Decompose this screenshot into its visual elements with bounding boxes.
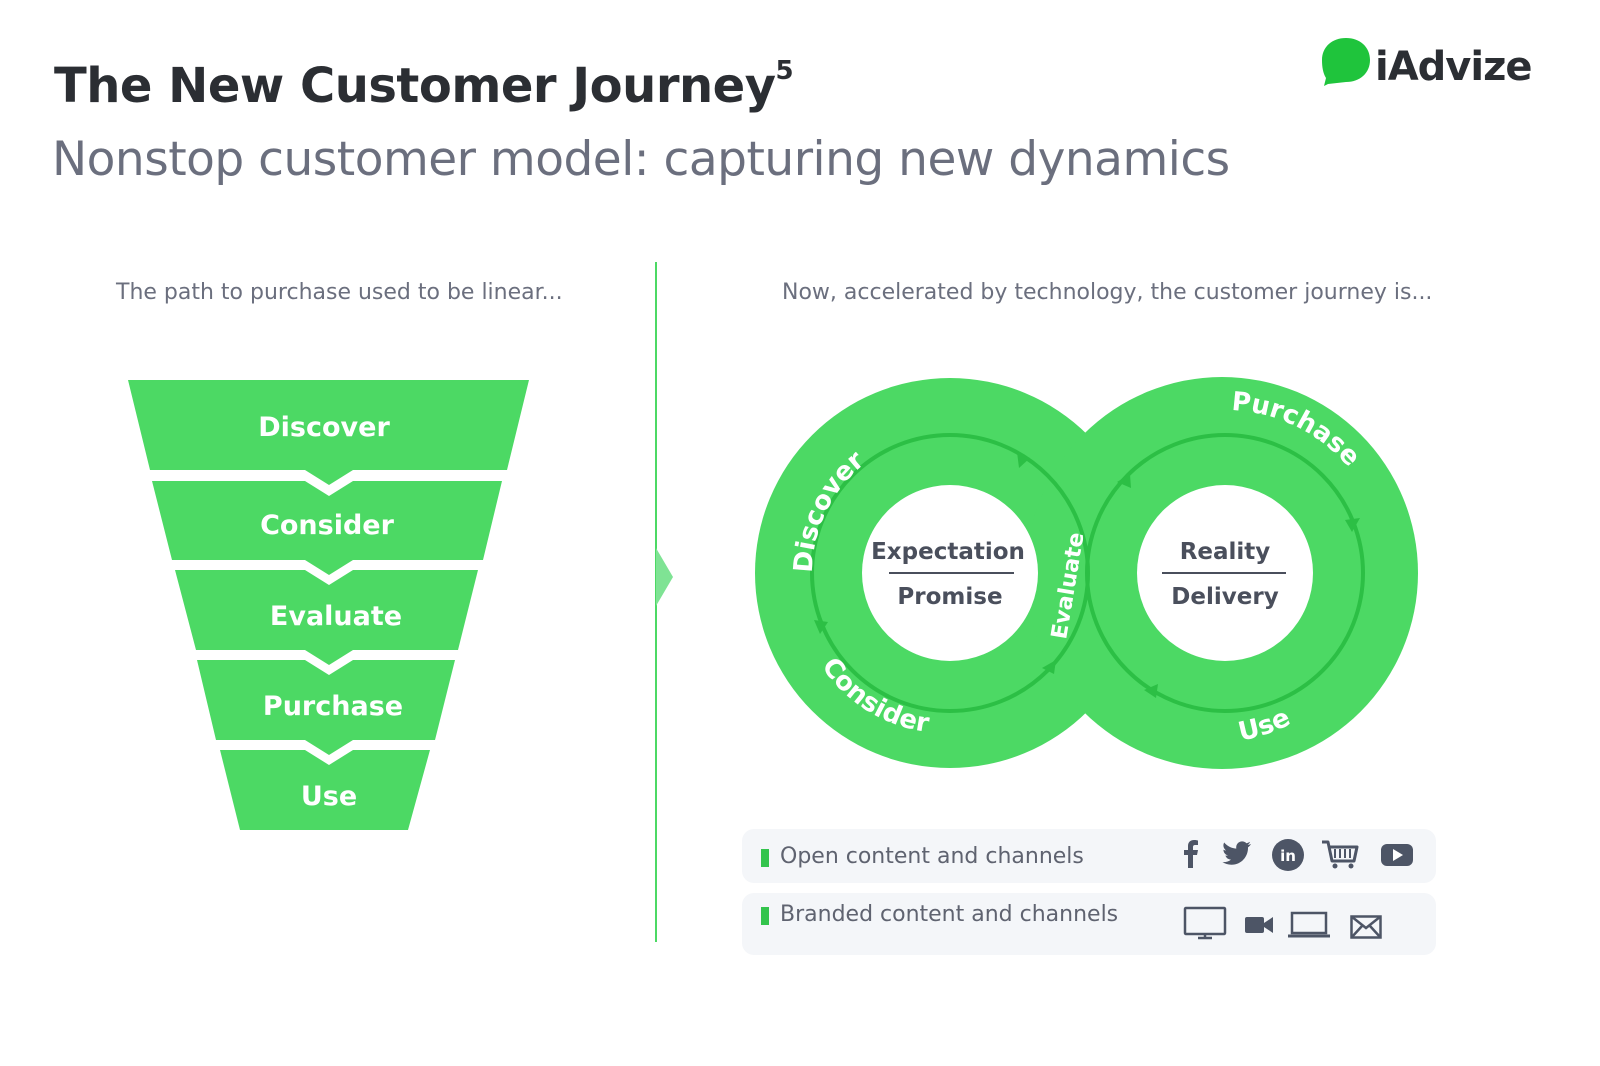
cycle-arrow-icon [1017,452,1030,468]
video-camera-icon [1245,917,1273,933]
funnel-label-use: Use [301,781,357,812]
cycle-arrow-icon [1345,518,1360,532]
loop-caption: Now, accelerated by technology, the cust… [782,280,1433,305]
iadvize-logo: iAdvize [1320,36,1540,96]
funnel-step-consider [152,481,502,575]
left-center-top-label: Expectation [871,539,1025,565]
linkedin-icon: in [1272,839,1304,871]
page-title: The New Customer Journey5 [54,56,794,114]
linear-caption: The path to purchase used to be linear..… [116,280,563,305]
funnel-label-purchase: Purchase [263,691,403,722]
facebook-icon [1184,840,1198,868]
branded-channels-label: Branded content and channels [780,902,1119,927]
linear-funnel: Discover Consider Evaluate Purchase Use [128,380,529,830]
funnel-label-evaluate: Evaluate [270,601,402,632]
cycle-arrow-icon [814,620,828,634]
branded-channels-marker [761,907,769,925]
chat-bubble-icon [1322,38,1370,86]
cycle-arrow-icon [1117,474,1131,488]
shopping-cart-icon [1322,840,1359,869]
laptop-icon [1288,911,1330,938]
svg-text:in: in [1280,847,1296,865]
funnel-label-discover: Discover [258,412,390,443]
page-subtitle: Nonstop customer model: capturing new dy… [52,132,1230,187]
right-center-bottom-label: Delivery [1171,584,1278,610]
youtube-icon [1381,844,1413,866]
divider-arrow-icon [656,548,673,606]
funnel-step-purchase [197,660,455,755]
right-center-top-label: Reality [1180,539,1271,565]
cycle-arrow-icon [1144,684,1158,698]
open-channels-marker [761,849,769,867]
logo-wordmark: iAdvize [1375,44,1532,90]
funnel-label-consider: Consider [260,510,395,541]
monitor-icon [1183,906,1227,940]
right-cycle-track [1085,433,1365,713]
left-center-bottom-label: Promise [897,584,1002,610]
open-channels-row: Open content and channels in [742,829,1436,883]
title-superscript: 5 [775,56,794,86]
funnel-step-use [220,750,430,830]
branded-channels-row: Branded content and channels [742,893,1436,955]
open-channels-label: Open content and channels [780,844,1084,869]
cycle-arrow-icon [1042,660,1056,674]
twitter-icon [1222,841,1251,865]
funnel-step-evaluate [175,570,478,665]
envelope-icon [1350,915,1382,939]
infinity-loop: Discover Consider Evaluate Purchase Use … [755,377,1418,769]
funnel-step-discover [128,380,529,485]
